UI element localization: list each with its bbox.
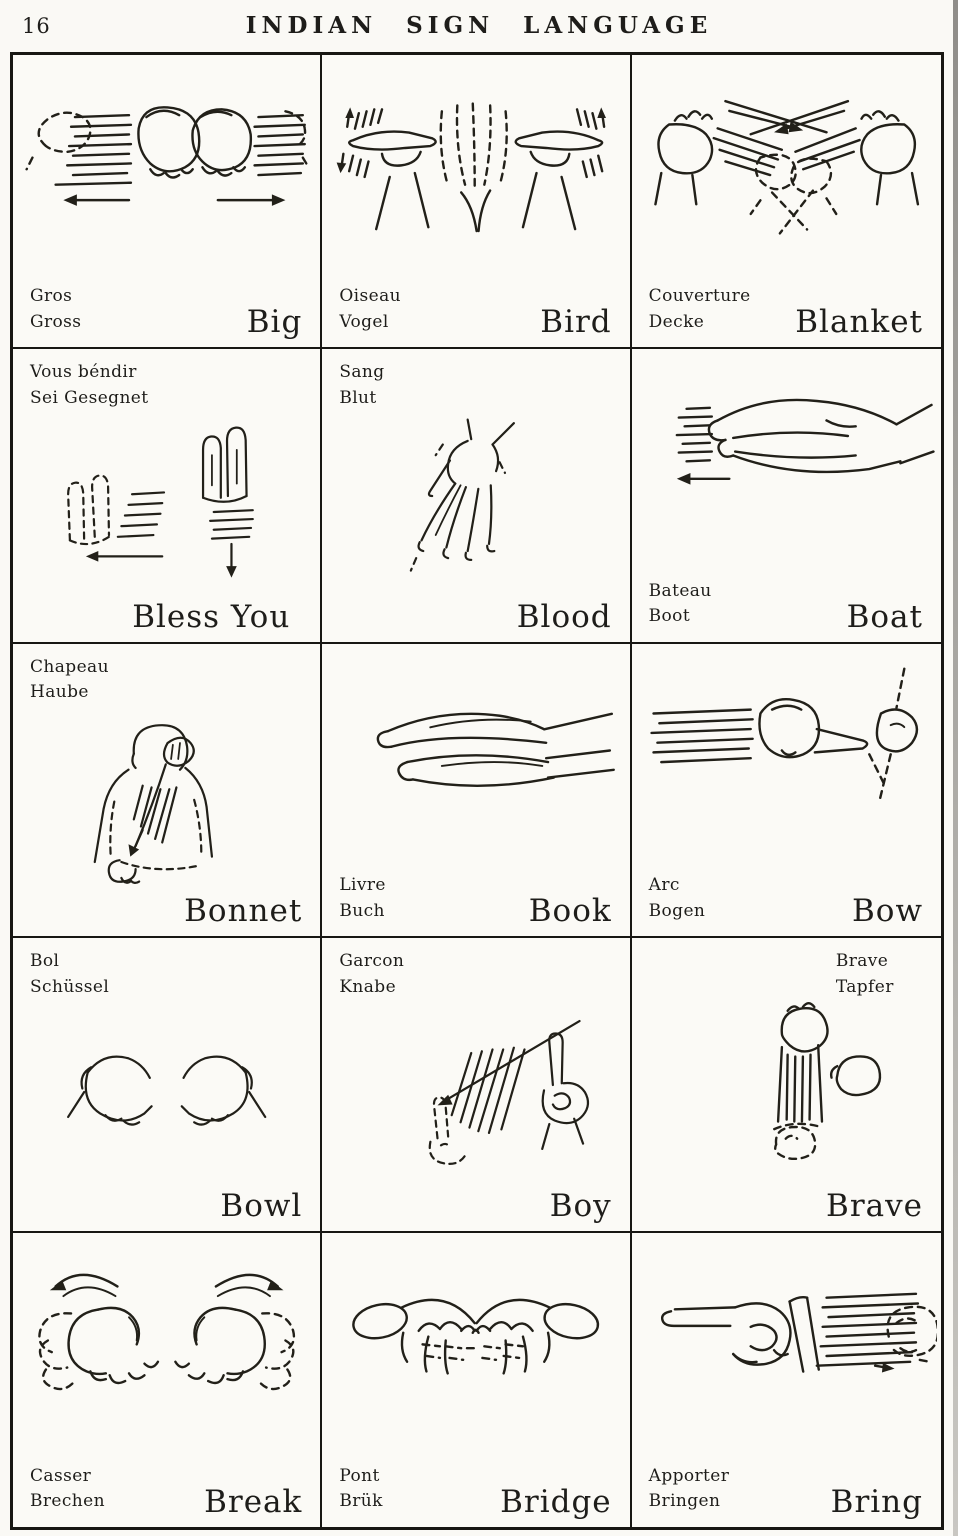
foreign-labels: Oiseau Vogel (339, 284, 401, 335)
page-title: INDIAN SIGN LANGUAGE (245, 12, 713, 39)
english-label: Break (204, 1483, 303, 1520)
english-label: Blanket (795, 304, 923, 341)
german-label: Knabe (339, 976, 397, 997)
german-label: Blut (339, 387, 377, 408)
french-label: Apporter (648, 1465, 730, 1486)
big-sign-illustration (25, 106, 310, 206)
foreign-labels: Bateau Boot (649, 579, 712, 630)
foreign-labels: Brave Tapfer (836, 949, 894, 1000)
english-label: Big (246, 304, 303, 341)
bird-sign-illustration (336, 102, 607, 233)
english-label: Bonnet (184, 893, 303, 930)
french-label: Bol (30, 951, 60, 972)
foreign-labels: Casser Brechen (30, 1464, 105, 1515)
sign-cell-bridge: Pont Brük Bridge (322, 1232, 632, 1527)
bless-you-sign-illustration (67, 426, 254, 579)
sign-table: Gros Gross Big Oiseau Vogel Bird (10, 52, 944, 1530)
sign-cell-bring: Apporter Bringen Bring (632, 1233, 941, 1527)
german-label: Brechen (30, 1491, 105, 1512)
boat-sign-illustration (675, 399, 935, 486)
sign-cell-bow: Arc Bogen Bow (631, 644, 941, 939)
french-label: Couverture (648, 286, 751, 307)
bowl-sign-illustration (67, 1055, 267, 1126)
foreign-labels: Gros Gross (30, 284, 81, 335)
french-label: Bateau (648, 580, 712, 601)
french-label: Arc (648, 875, 680, 896)
foreign-labels: Apporter Bringen (649, 1464, 730, 1515)
french-label: Oiseau (339, 286, 401, 307)
sign-cell-big: Gros Gross Big (13, 55, 323, 350)
foreign-labels: Bol Schüssel (30, 949, 109, 1000)
sign-cell-blood: Sang Blut Blood (322, 349, 632, 644)
german-label: Brük (339, 1491, 383, 1512)
english-label: Bowl (220, 1187, 303, 1224)
english-label: Blood (516, 598, 612, 635)
sign-cell-bowl: Bol Schüssel Bowl (13, 938, 323, 1233)
foreign-labels: Sang Blut (339, 360, 384, 411)
german-label: Boot (648, 606, 691, 627)
sign-cell-book: Livre Buch Book (322, 643, 632, 939)
sign-cell-bird: Oiseau Vogel Bird (322, 55, 632, 350)
page-header: 16 INDIAN SIGN LANGUAGE (0, 6, 958, 48)
foreign-labels: Vous béndir Sei Gesegnet (30, 360, 149, 411)
german-label: Decke (648, 311, 705, 332)
english-label: Bow (852, 893, 923, 930)
sign-cell-blanket: Couverture Decke Blanket (631, 55, 941, 350)
bridge-sign-illustration (352, 1298, 600, 1375)
sign-cell-brave: Brave Tapfer Brave (631, 938, 941, 1233)
french-label: Vous béndir (30, 362, 137, 383)
english-label: Boy (549, 1187, 612, 1224)
french-label: Brave (835, 951, 889, 972)
german-label: Bogen (648, 900, 706, 921)
french-label: Gros (30, 286, 73, 307)
english-label: Bridge (500, 1483, 612, 1520)
german-label: Gross (30, 311, 82, 332)
english-label: Book (528, 893, 612, 930)
german-label: Haube (30, 682, 89, 703)
english-label: Boat (846, 598, 923, 635)
german-label: Bringen (648, 1491, 721, 1512)
german-label: Vogel (339, 311, 389, 332)
sign-cell-boat: Bateau Boot Boat (631, 349, 941, 644)
english-label: Bless You (132, 598, 291, 635)
break-sign-illustration (38, 1273, 296, 1390)
english-label: Bring (830, 1483, 923, 1520)
french-label: Livre (339, 875, 386, 896)
sign-cell-break: Casser Brechen Break (13, 1232, 323, 1527)
brave-sign-illustration (772, 1002, 881, 1161)
foreign-labels: Couverture Decke (649, 284, 751, 335)
french-label: Chapeau (30, 656, 109, 677)
bring-sign-illustration (660, 1292, 937, 1373)
english-label: Brave (826, 1187, 923, 1224)
german-label: Buch (339, 900, 385, 921)
german-label: Tapfer (835, 976, 894, 997)
blanket-sign-illustration (653, 99, 919, 235)
blood-sign-illustration (410, 418, 516, 573)
page-number: 16 (22, 14, 51, 38)
scan-edge-shadow (953, 0, 958, 1536)
french-label: Sang (339, 362, 385, 383)
sign-cell-bless-you: Vous béndir Sei Gesegnet Bless You (13, 349, 323, 644)
foreign-labels: Chapeau Haube (30, 655, 109, 706)
foreign-labels: Livre Buch (339, 873, 386, 924)
book-sign-illustration (376, 712, 616, 787)
foreign-labels: Pont Brük (339, 1464, 382, 1515)
sign-cell-bonnet: Chapeau Haube Bonnet (13, 643, 323, 939)
english-label: Bird (540, 304, 612, 341)
foreign-labels: Garcon Knabe (339, 949, 404, 1000)
french-label: Garcon (339, 951, 405, 972)
french-label: Pont (339, 1465, 380, 1486)
sign-cell-boy: Garcon Knabe Boy (322, 938, 632, 1233)
german-label: Sei Gesegnet (30, 387, 149, 408)
french-label: Casser (30, 1465, 92, 1486)
bonnet-sign-illustration (93, 723, 214, 884)
bow-sign-illustration (649, 667, 918, 804)
foreign-labels: Arc Bogen (649, 873, 706, 924)
german-label: Schüssel (30, 976, 110, 997)
boy-sign-illustration (429, 1020, 590, 1166)
